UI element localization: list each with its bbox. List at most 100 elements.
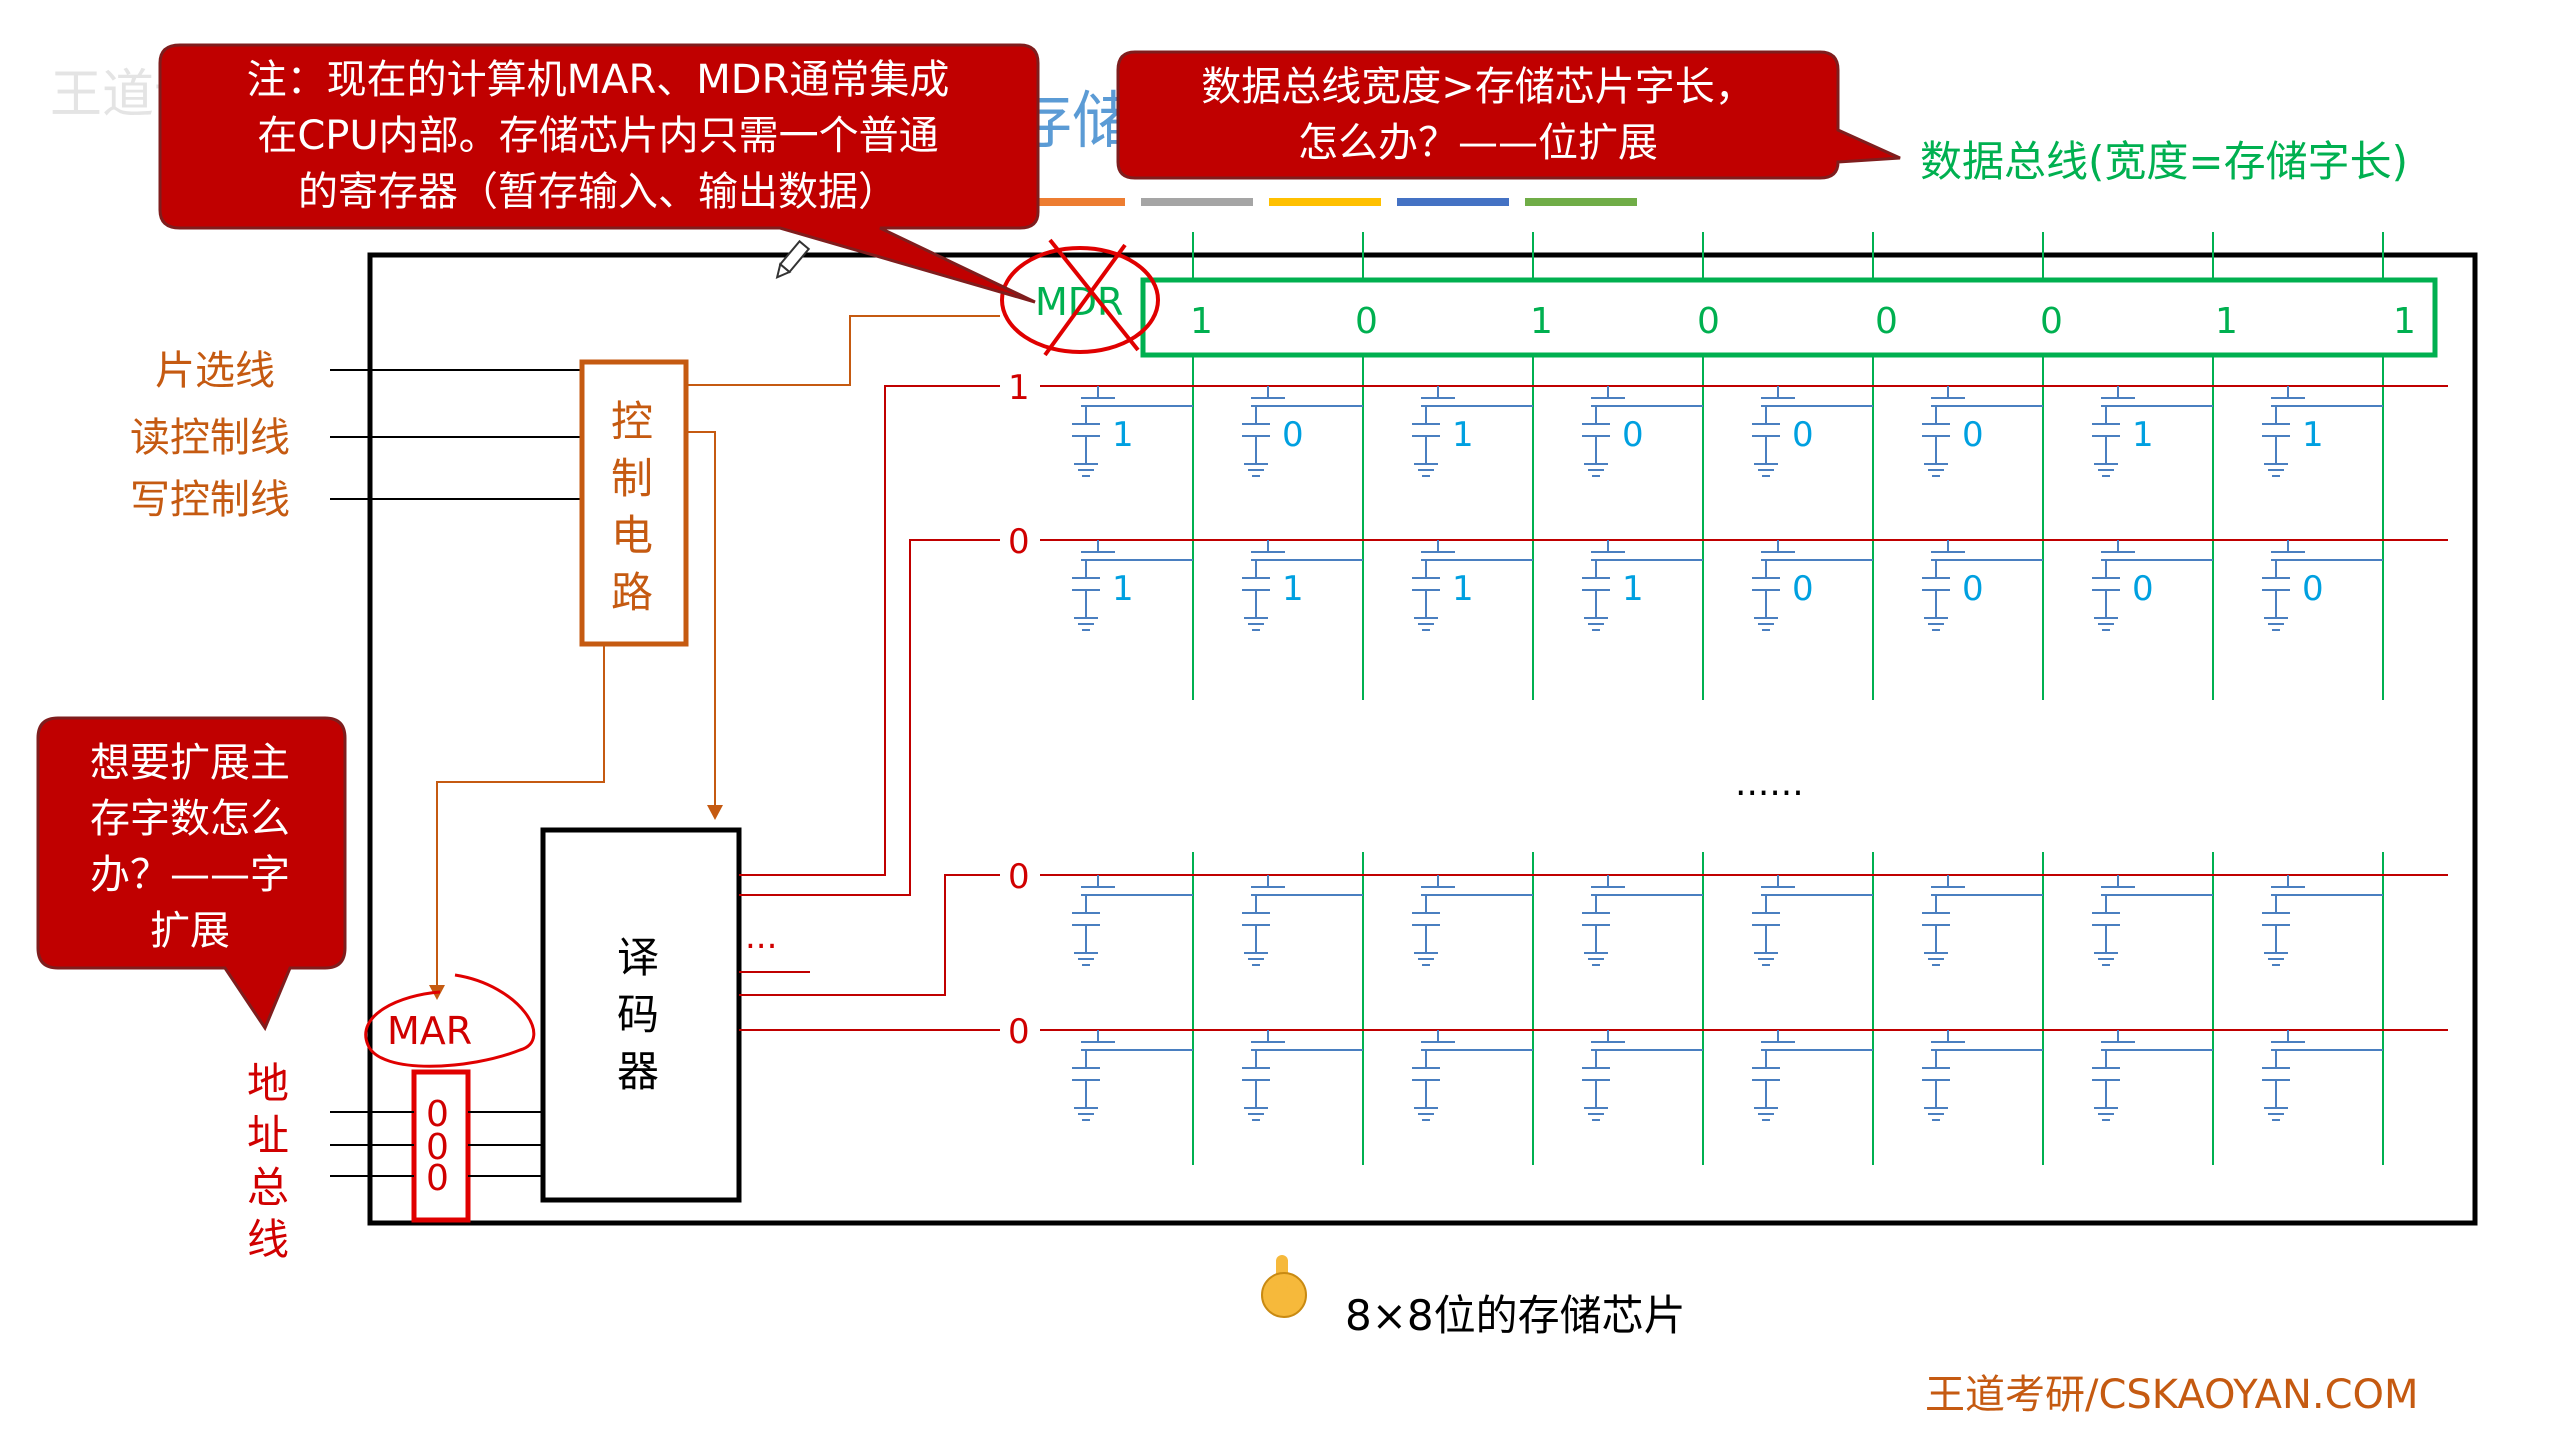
mdr-circle-mark [1000, 246, 1160, 354]
cell-value: 0 [1792, 415, 1814, 455]
cell-value: 1 [2132, 415, 2154, 455]
callout-line: 办？——字 [90, 852, 290, 898]
memory-cell: 0 [1242, 386, 1363, 477]
cell-value: 0 [2302, 569, 2324, 609]
chip-outline [367, 252, 2478, 1226]
word-line-value: 0 [1008, 522, 1030, 562]
decoder-output-wire [739, 539, 1000, 896]
cell-value: 0 [1792, 569, 1814, 609]
memory-cell: 1 [1242, 540, 1363, 631]
control-wiring [436, 315, 1000, 990]
control-circuit-char: 电 [611, 511, 653, 560]
memory-cell: 1 [1072, 540, 1193, 631]
mdr-label: MDR [1035, 280, 1123, 324]
memory-cell: 0 [2262, 540, 2383, 631]
callout-line: 的寄存器（暂存输入、输出数据） [298, 169, 898, 215]
memory-cell [1412, 1030, 1533, 1121]
decoder-char: 译 [617, 933, 659, 982]
decoder-label: 译码器 [617, 933, 659, 1096]
color-bar [1397, 198, 1509, 206]
memory-cell: 0 [2092, 540, 2213, 631]
memory-cell: 1 [2092, 386, 2213, 477]
mdr-bit: 1 [1530, 301, 1553, 342]
color-bar [1269, 198, 1381, 206]
memory-cell: 0 [1922, 540, 2043, 631]
cell-value: 1 [1112, 569, 1134, 609]
callout-line: 扩展 [150, 908, 230, 954]
control-to-mar-wire [436, 644, 605, 990]
decoder-char: 器 [617, 1047, 659, 1096]
address-lines [330, 1111, 543, 1177]
decoder-char: 码 [617, 990, 659, 1039]
note-callout: 注：现在的计算机MAR、MDR通常集成在CPU内部。存储芯片内只需一个普通的寄存… [158, 43, 1040, 304]
pencil-cursor-icon [775, 239, 811, 280]
cell-value: 1 [2302, 415, 2324, 455]
memory-cell [2262, 1030, 2383, 1121]
decoder-arrow [707, 805, 723, 820]
note-callout-bubble [158, 43, 1040, 304]
decoder-box [540, 827, 742, 1203]
address-bus-char: 总 [247, 1163, 289, 1212]
memory-cell [1072, 1030, 1193, 1121]
memory-cell [1752, 875, 1873, 966]
memory-cell [1582, 1030, 1703, 1121]
callout-line: 注：现在的计算机MAR、MDR通常集成 [247, 57, 950, 103]
bit-lines [1192, 232, 2384, 1165]
memory-cell [1412, 875, 1533, 966]
mar-bit: 0 [426, 1158, 449, 1199]
data-bus-label: 数据总线(宽度=存储字长) [1920, 137, 2408, 186]
control-line-label: 读控制线 [130, 415, 290, 461]
word-line-value: 1 [1008, 368, 1030, 408]
memory-cell [2092, 1030, 2213, 1121]
control-circuit-char: 控 [611, 397, 653, 446]
mar-label: MAR [387, 1009, 472, 1053]
address-bus-char: 地 [247, 1059, 289, 1108]
mar-bits: 000 [426, 1094, 449, 1199]
mdr-bit: 0 [1355, 301, 1378, 342]
memory-cell: 1 [1412, 540, 1533, 631]
cell-value: 1 [1282, 569, 1304, 609]
color-bar [1013, 198, 1125, 206]
color-bar [1141, 198, 1253, 206]
memory-cell: 0 [1752, 386, 1873, 477]
word-line-value: 0 [1008, 1012, 1030, 1052]
control-circuit-char: 制 [611, 454, 653, 503]
memory-cell [1072, 875, 1193, 966]
mdr-bit: 1 [2215, 301, 2238, 342]
memory-cell [1922, 1030, 2043, 1121]
cell-value: 1 [1622, 569, 1644, 609]
bit-expand-callout: 数据总线宽度>存储芯片字长， 怎么办？——位扩展 [1116, 50, 1901, 180]
callout-line: 怎么办？——位扩展 [1298, 120, 1658, 166]
mar-bit: 0 [426, 1094, 449, 1135]
control-line-label: 写控制线 [130, 477, 290, 523]
memory-cell [1242, 875, 1363, 966]
mdr-register [1140, 277, 2438, 358]
cell-value: 0 [1622, 415, 1644, 455]
memory-cell: 0 [1582, 386, 1703, 477]
cell-value: 0 [1962, 569, 1984, 609]
word-expand-callout-bubble [36, 716, 347, 1032]
memory-cell: 0 [1752, 540, 1873, 631]
callout-line: 存字数怎么 [90, 796, 290, 842]
decoder-more-outputs: ... [745, 917, 777, 957]
mar-circle-mark [364, 973, 536, 1068]
memory-cell [1922, 875, 2043, 966]
callout-line: 数据总线宽度>存储芯片字长， [1201, 64, 1755, 110]
memory-cell [2092, 875, 2213, 966]
callout-line: 想要扩展主 [90, 740, 290, 786]
decoder-output-wire [739, 385, 1000, 876]
control-line-label: 片选线 [155, 348, 275, 394]
footer-brand: 王道考研/CSKAOYAN.COM [1925, 1372, 2419, 1418]
control-to-mdr-wire [686, 315, 1000, 386]
mdr-cross-mark-2 [1043, 243, 1127, 357]
memory-cell: 1 [2262, 386, 2383, 477]
address-bus-char: 址 [247, 1111, 289, 1160]
mdr-bit: 0 [2040, 301, 2063, 342]
address-bus-char: 线 [247, 1215, 289, 1264]
bit-expand-callout-bubble [1116, 50, 1901, 180]
